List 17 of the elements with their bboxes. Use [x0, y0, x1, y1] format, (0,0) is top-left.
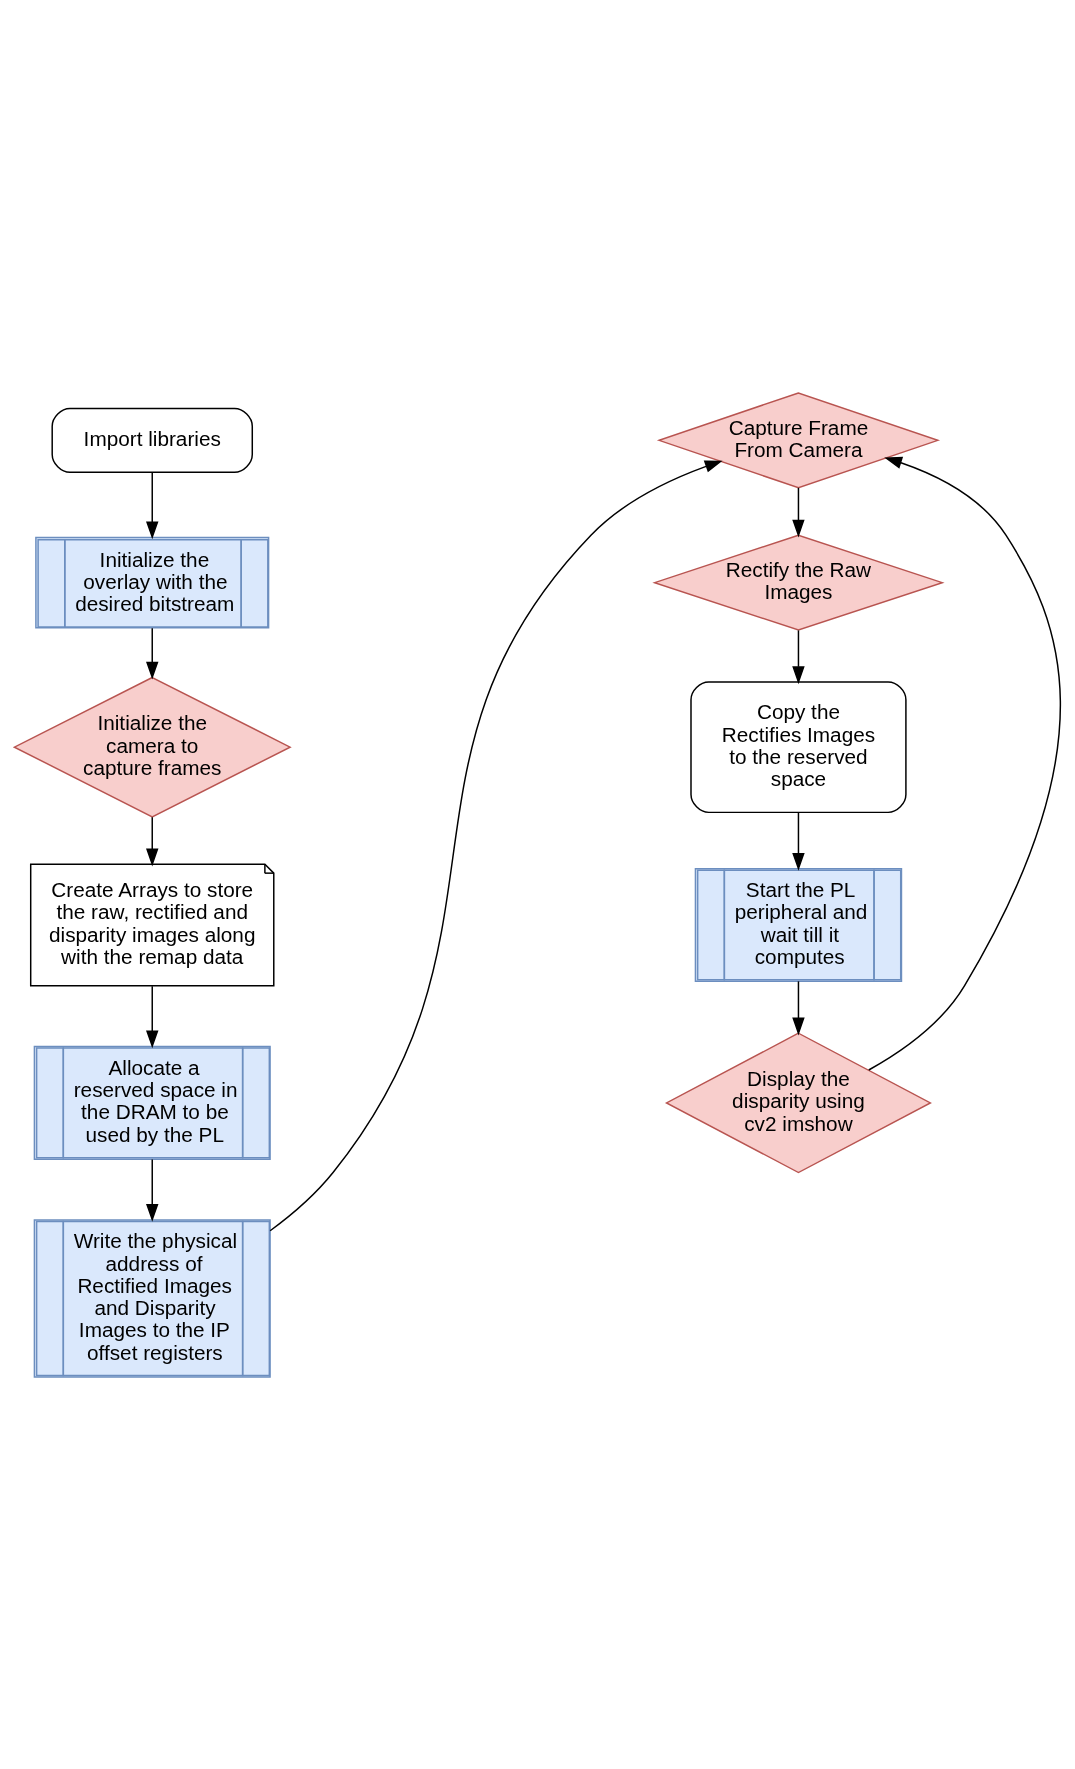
node-box: Import libraries: [51, 407, 253, 473]
arrow: [868, 456, 1062, 1071]
node-diamond: Initialize the camera to capture frames: [12, 676, 292, 818]
arrow: [792, 486, 805, 537]
arrow: [792, 811, 805, 871]
arrow: [146, 471, 159, 539]
node-diamond: Capture Frame From Camera: [656, 391, 941, 489]
arrow: [146, 1158, 159, 1222]
node-diamond: Rectify the Raw Images: [652, 533, 945, 631]
arrow: [792, 980, 805, 1035]
arrow: [146, 984, 159, 1048]
arrow: [146, 627, 159, 680]
arrow: [269, 460, 723, 1231]
node-box: Copy the Rectifies Images to the reserved space: [690, 680, 907, 813]
node-diamond: Display the disparity using cv2 imshow: [664, 1031, 932, 1173]
arrow: [792, 629, 805, 684]
arrow: [146, 816, 159, 866]
